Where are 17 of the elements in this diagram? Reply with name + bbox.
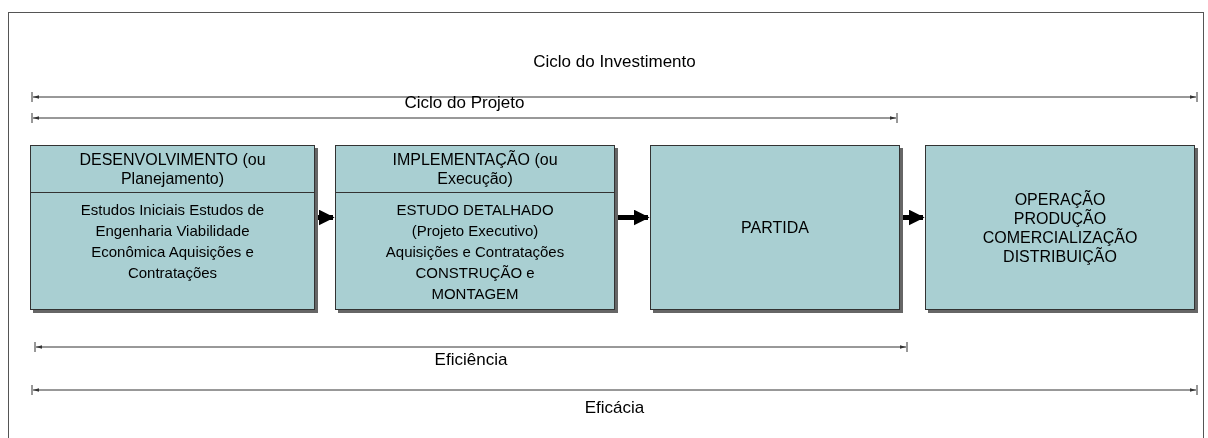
box-text: Estudos Iniciais Estudos de Engenharia Viabilidade Econômica Aquisições e Contratações (79, 200, 266, 283)
process-box (925, 145, 1195, 310)
box-heading: IMPLEMENTAÇÃO (ou Execução) (391, 149, 559, 189)
box-text: OPERAÇÃO PRODUÇÃO COMERCIALIZAÇÃO DISTRIBUIÇÃO (981, 189, 1139, 266)
process-box (30, 145, 315, 310)
span-label: Ciclo do Investimento (533, 52, 696, 72)
box-text: PARTIDA (741, 218, 809, 237)
arrow (317, 209, 335, 226)
span-label: Eficiência (434, 350, 508, 370)
process-box (650, 145, 900, 310)
box-text: ESTUDO DETALHADO (Projeto Executivo) Aquisições e Contratações CONSTRUÇÃO e MONTAGEM (384, 200, 566, 304)
arrow (902, 209, 925, 226)
process-box (335, 145, 615, 310)
arrow (617, 209, 650, 226)
box-heading: DESENVOLVIMENTO (ou Planejamento) (78, 150, 267, 189)
span-label: Ciclo do Projeto (404, 93, 525, 113)
span-label: Eficácia (584, 398, 645, 418)
